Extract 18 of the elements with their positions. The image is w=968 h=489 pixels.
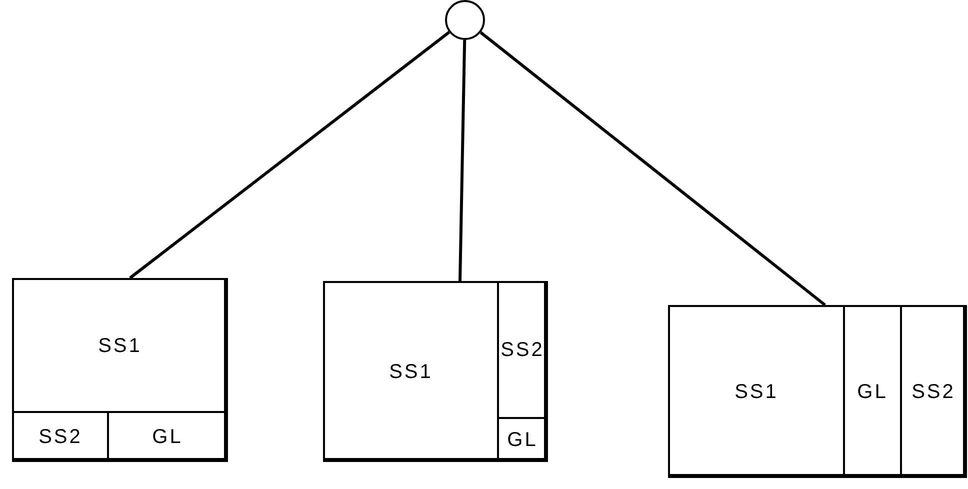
cell-label: GL xyxy=(152,424,183,450)
partition-cell xyxy=(497,417,548,462)
cell-label: SS2 xyxy=(912,380,956,404)
cell-label: GL xyxy=(857,380,888,404)
cell-label: SS1 xyxy=(389,360,433,384)
connector-line xyxy=(458,40,466,282)
cell-label: SS2 xyxy=(500,338,544,363)
cell-label: SS1 xyxy=(98,334,142,358)
connector-line xyxy=(480,31,826,306)
partition-cell xyxy=(900,305,967,478)
connector-line xyxy=(129,31,450,280)
cell-label: SS1 xyxy=(734,380,778,404)
cell-label: SS2 xyxy=(38,424,82,450)
partition-cell xyxy=(107,411,228,462)
container-box xyxy=(323,281,546,460)
container-box xyxy=(12,278,226,460)
cell-label: GL xyxy=(507,428,538,452)
container-box xyxy=(668,305,965,476)
